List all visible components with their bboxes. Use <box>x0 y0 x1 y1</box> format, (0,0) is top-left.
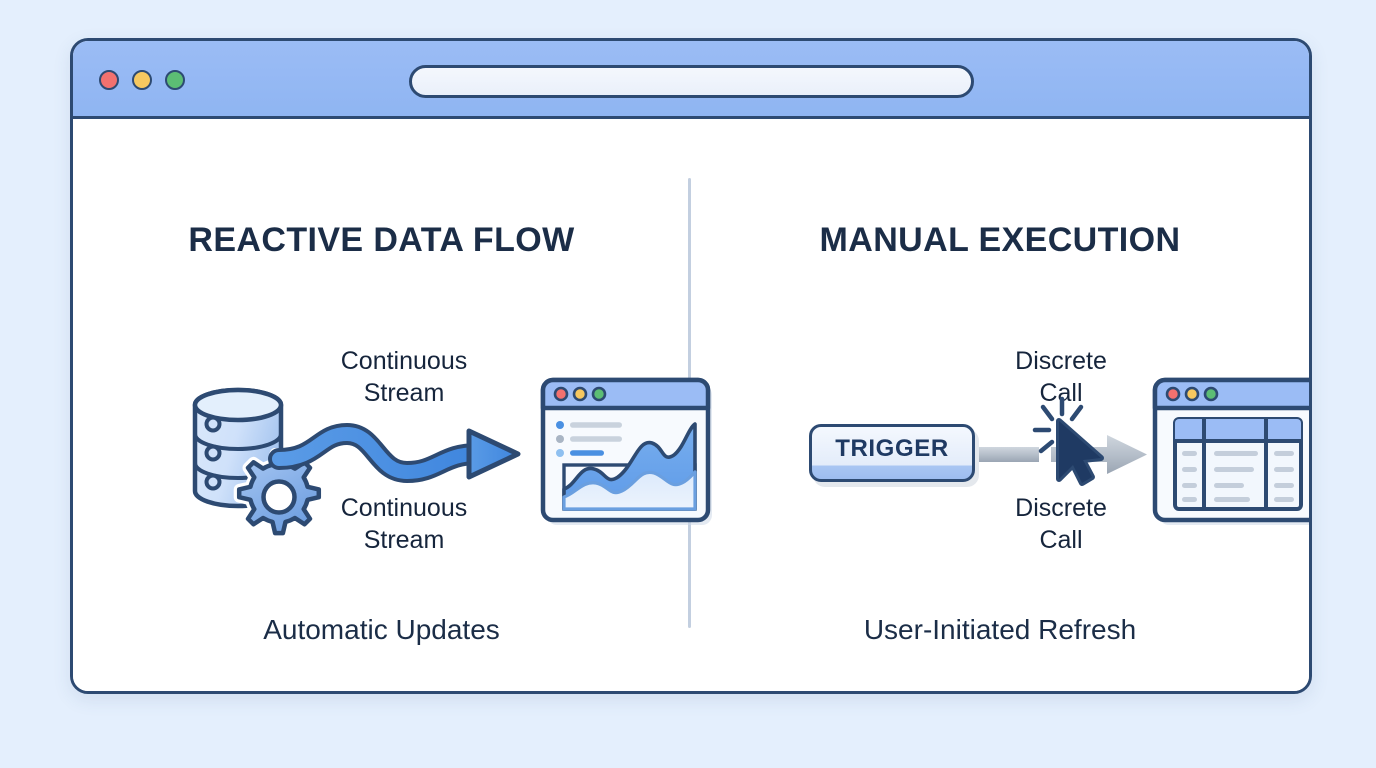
close-button[interactable] <box>99 70 119 90</box>
trigger-button[interactable]: TRIGGER <box>809 424 975 482</box>
window-titlebar <box>73 41 1309 119</box>
window-content: REACTIVE DATA FLOW <box>73 119 1309 691</box>
address-bar-input[interactable] <box>409 65 974 98</box>
left-flow-label-top: Continuous Stream <box>340 347 468 407</box>
trigger-button-wrap: TRIGGER <box>809 424 975 482</box>
left-panel-caption: Automatic Updates <box>263 614 500 645</box>
panel-manual-execution: MANUAL EXECUTION Discrete Call TRIGGER <box>691 119 1309 691</box>
left-flow-label-bottom: Continuous Stream <box>340 494 468 554</box>
right-panel-title: MANUAL EXECUTION <box>819 221 1181 259</box>
chart-window-icon <box>540 377 722 532</box>
browser-window: REACTIVE DATA FLOW <box>70 38 1312 694</box>
database-gear-icon <box>181 377 351 547</box>
traffic-lights <box>99 70 185 90</box>
table-window-icon <box>1152 377 1309 532</box>
cursor-click-icon <box>1029 393 1115 489</box>
right-flow-label-bottom: Discrete Call <box>1015 494 1107 554</box>
panel-reactive-data-flow: REACTIVE DATA FLOW <box>73 119 712 691</box>
left-panel-title: REACTIVE DATA FLOW <box>188 221 575 259</box>
minimize-button[interactable] <box>132 70 152 90</box>
wavy-arrow-icon <box>268 414 553 494</box>
maximize-button[interactable] <box>165 70 185 90</box>
right-panel-caption: User-Initiated Refresh <box>863 614 1137 645</box>
